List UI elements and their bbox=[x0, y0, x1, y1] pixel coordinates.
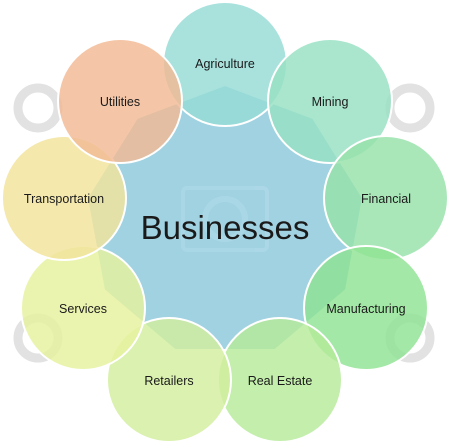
node-mining-circle bbox=[267, 38, 393, 164]
node-real-estate-label: Real Estate bbox=[248, 374, 313, 388]
node-financial: Financial bbox=[323, 135, 449, 261]
node-real-estate: Real Estate bbox=[217, 317, 343, 443]
node-manufacturing-circle bbox=[303, 245, 429, 371]
center-watermark bbox=[181, 186, 269, 252]
node-transportation: Transportation bbox=[1, 135, 127, 261]
node-mining: Mining bbox=[267, 38, 393, 164]
node-financial-label: Financial bbox=[361, 192, 411, 206]
node-retailers-label: Retailers bbox=[144, 374, 193, 388]
node-agriculture-label: Agriculture bbox=[195, 57, 255, 71]
node-utilities: Utilities bbox=[57, 38, 183, 164]
node-retailers: Retailers bbox=[106, 317, 232, 443]
node-services: Services bbox=[20, 245, 146, 371]
node-mining-label: Mining bbox=[312, 95, 349, 109]
node-retailers-circle bbox=[106, 317, 232, 443]
center-label: Businesses bbox=[141, 209, 310, 246]
node-services-label: Services bbox=[59, 302, 107, 316]
node-transportation-label: Transportation bbox=[24, 192, 104, 206]
node-transportation-circle bbox=[1, 135, 127, 261]
node-manufacturing: Manufacturing bbox=[303, 245, 429, 371]
node-utilities-label: Utilities bbox=[100, 95, 140, 109]
node-manufacturing-label: Manufacturing bbox=[326, 302, 405, 316]
node-utilities-circle bbox=[57, 38, 183, 164]
